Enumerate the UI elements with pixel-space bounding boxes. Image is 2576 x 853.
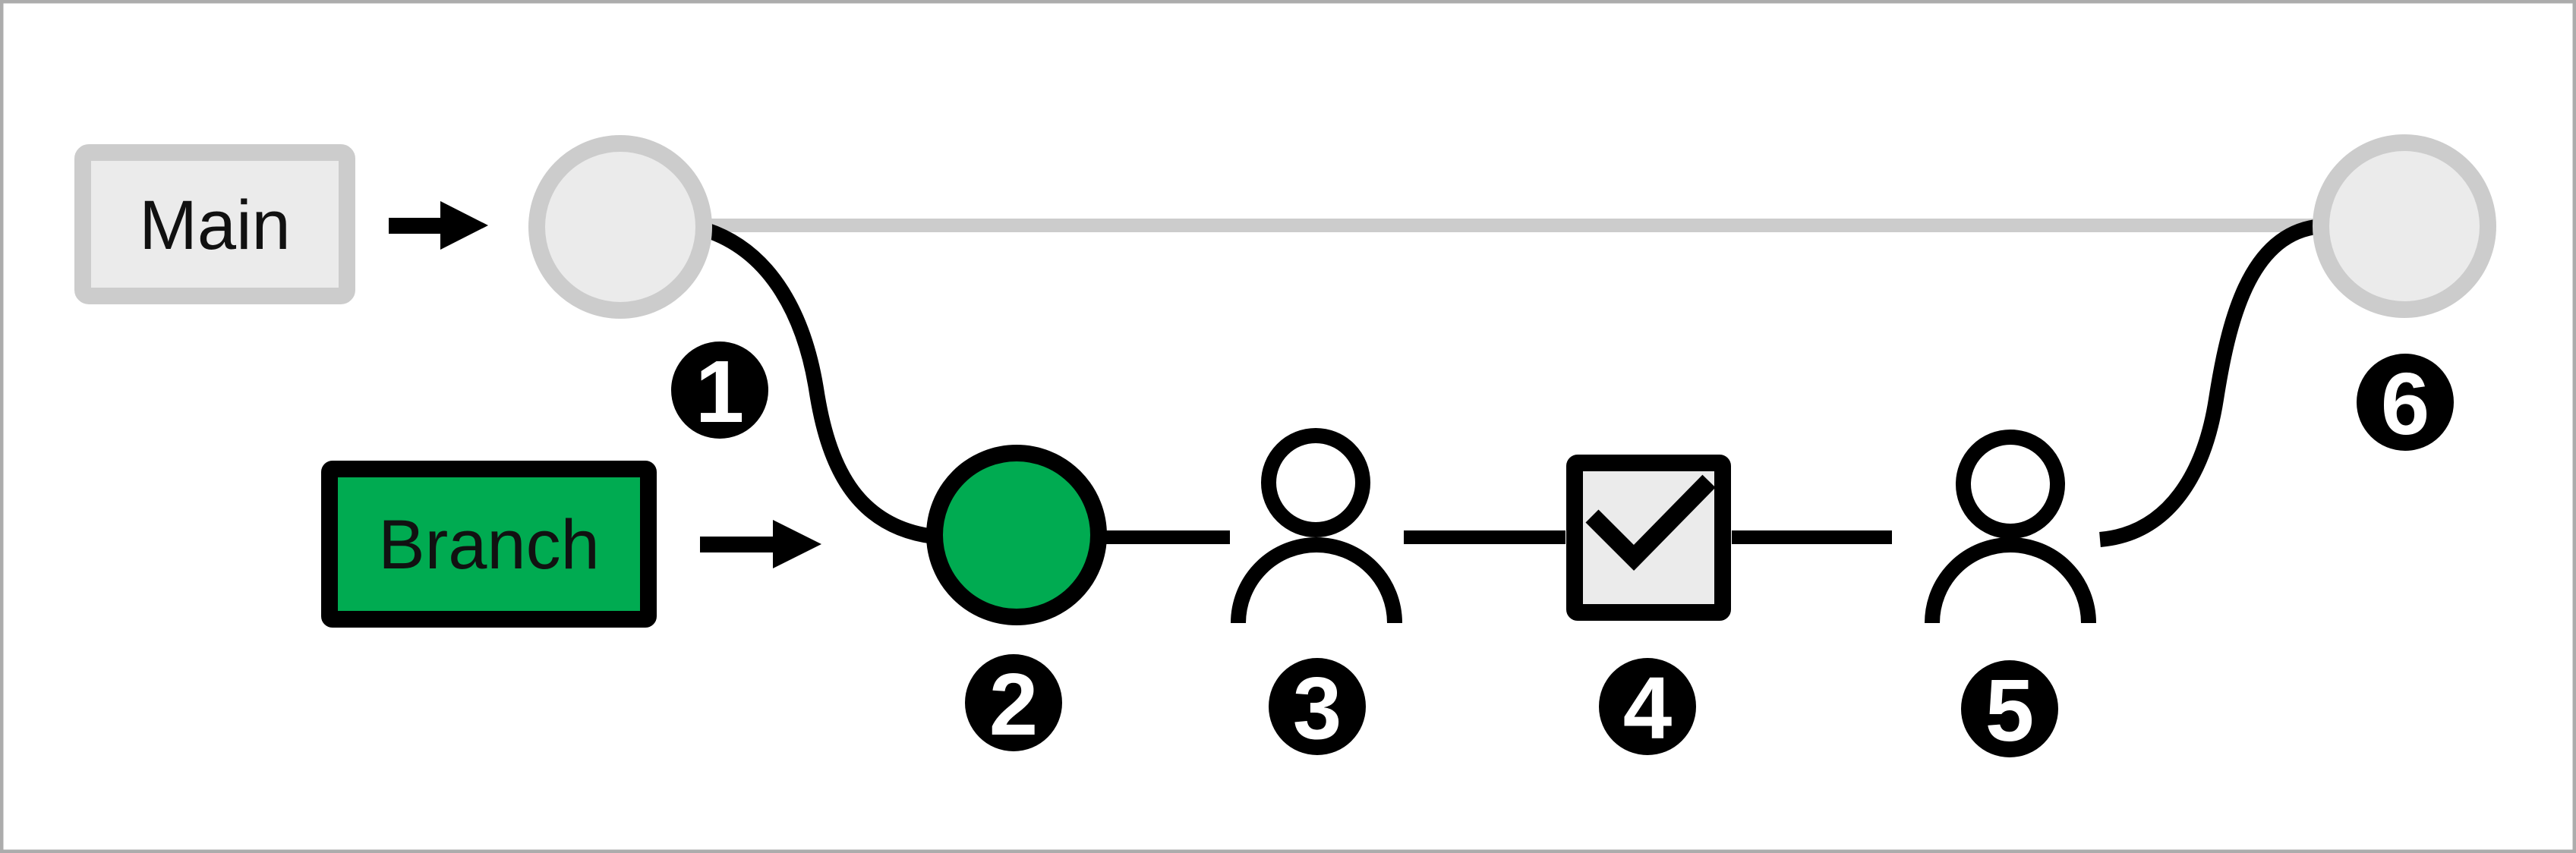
main-commit-node-end (2313, 134, 2496, 318)
badge-number: 1 (695, 342, 745, 441)
branch-label-box: Branch (321, 461, 657, 628)
person-shoulders (1231, 537, 1402, 624)
badge-circle (1961, 660, 2058, 757)
badge-circle (671, 342, 768, 439)
branch-label-rect (321, 461, 657, 628)
main-label-rect (74, 144, 355, 304)
badge-number: 6 (2381, 354, 2430, 453)
badge-circle (965, 654, 1062, 751)
step-badge-5: 5 (1961, 660, 2058, 760)
person-shoulders (1925, 537, 2096, 624)
step-badge-4: 4 (1599, 658, 1696, 757)
step-badge-2: 2 (965, 654, 1062, 754)
checkbox-checked-icon-step4 (1566, 455, 1731, 621)
badge-number: 2 (989, 655, 1039, 754)
badge-circle (2357, 354, 2454, 451)
person-head (1956, 430, 2065, 539)
main-commit-node-start (528, 135, 712, 319)
branch-arrow-right-icon (700, 520, 821, 568)
badge-number: 4 (1623, 659, 1673, 757)
badge-number: 5 (1985, 661, 2035, 760)
merge-in-curve (2098, 219, 2317, 547)
step-badge-1: 1 (671, 342, 768, 441)
step-badge-3: 3 (1269, 658, 1366, 757)
branch-out-curve (703, 222, 935, 544)
person-head (1261, 428, 1370, 537)
main-arrow-right-icon (389, 201, 488, 250)
badge-circle (1599, 658, 1696, 755)
branch-label-text: Branch (378, 506, 600, 584)
main-label-text: Main (139, 187, 290, 264)
checkbox-checkmark (1585, 474, 1716, 571)
person-icon-step5 (1925, 430, 2096, 624)
badge-number: 3 (1293, 659, 1342, 757)
person-icon-step3 (1231, 428, 1402, 624)
badge-circle (1269, 658, 1366, 755)
branch-commit-node (926, 445, 1107, 625)
main-label-box: Main (74, 144, 355, 304)
step-badge-6: 6 (2357, 354, 2454, 453)
